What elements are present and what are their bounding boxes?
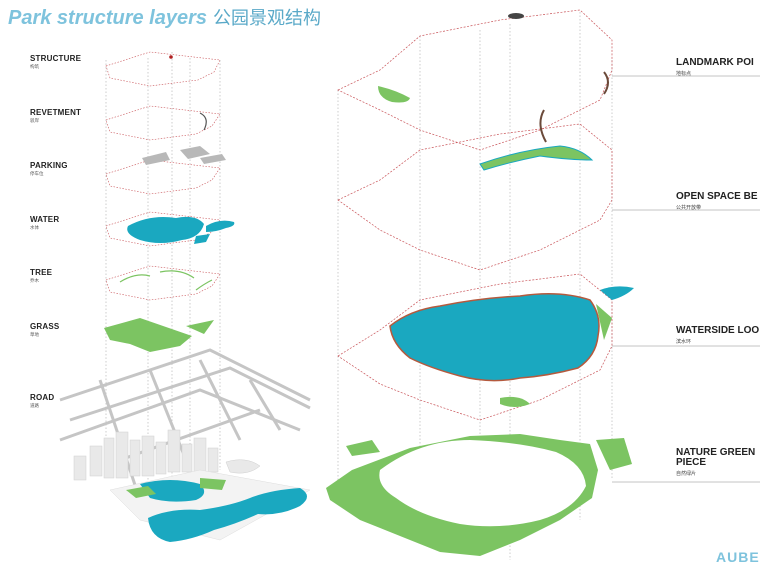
frame-revetment [105, 105, 221, 141]
frame-waterside [337, 273, 613, 421]
frame-tree [105, 265, 221, 301]
nature-green-layer [326, 434, 632, 556]
tree-layer [119, 270, 213, 291]
left-frames [105, 51, 221, 301]
frame-openspace [337, 123, 613, 271]
road-layer [59, 348, 311, 501]
landmark-layer [378, 13, 609, 103]
left-base [109, 469, 311, 542]
frame-structure [105, 51, 221, 87]
structure-marker [169, 55, 173, 59]
frame-water [105, 211, 221, 247]
right-connectors [612, 75, 760, 483]
frame-parking [105, 159, 221, 195]
right-frames [337, 9, 613, 421]
parking-lots [142, 146, 226, 165]
revetment-curve [199, 112, 207, 131]
left-stack [105, 52, 221, 500]
water-layer [127, 216, 235, 244]
title-en: Park structure layers [8, 7, 208, 29]
title-cn: 公园景观结构 [213, 8, 322, 29]
openspace-layer [479, 109, 594, 171]
grass-layer [104, 318, 214, 352]
waterside-layer [389, 286, 634, 407]
frame-landmark [337, 9, 613, 151]
brand-logo: AUBE [716, 549, 760, 565]
city-blocks [73, 429, 261, 481]
